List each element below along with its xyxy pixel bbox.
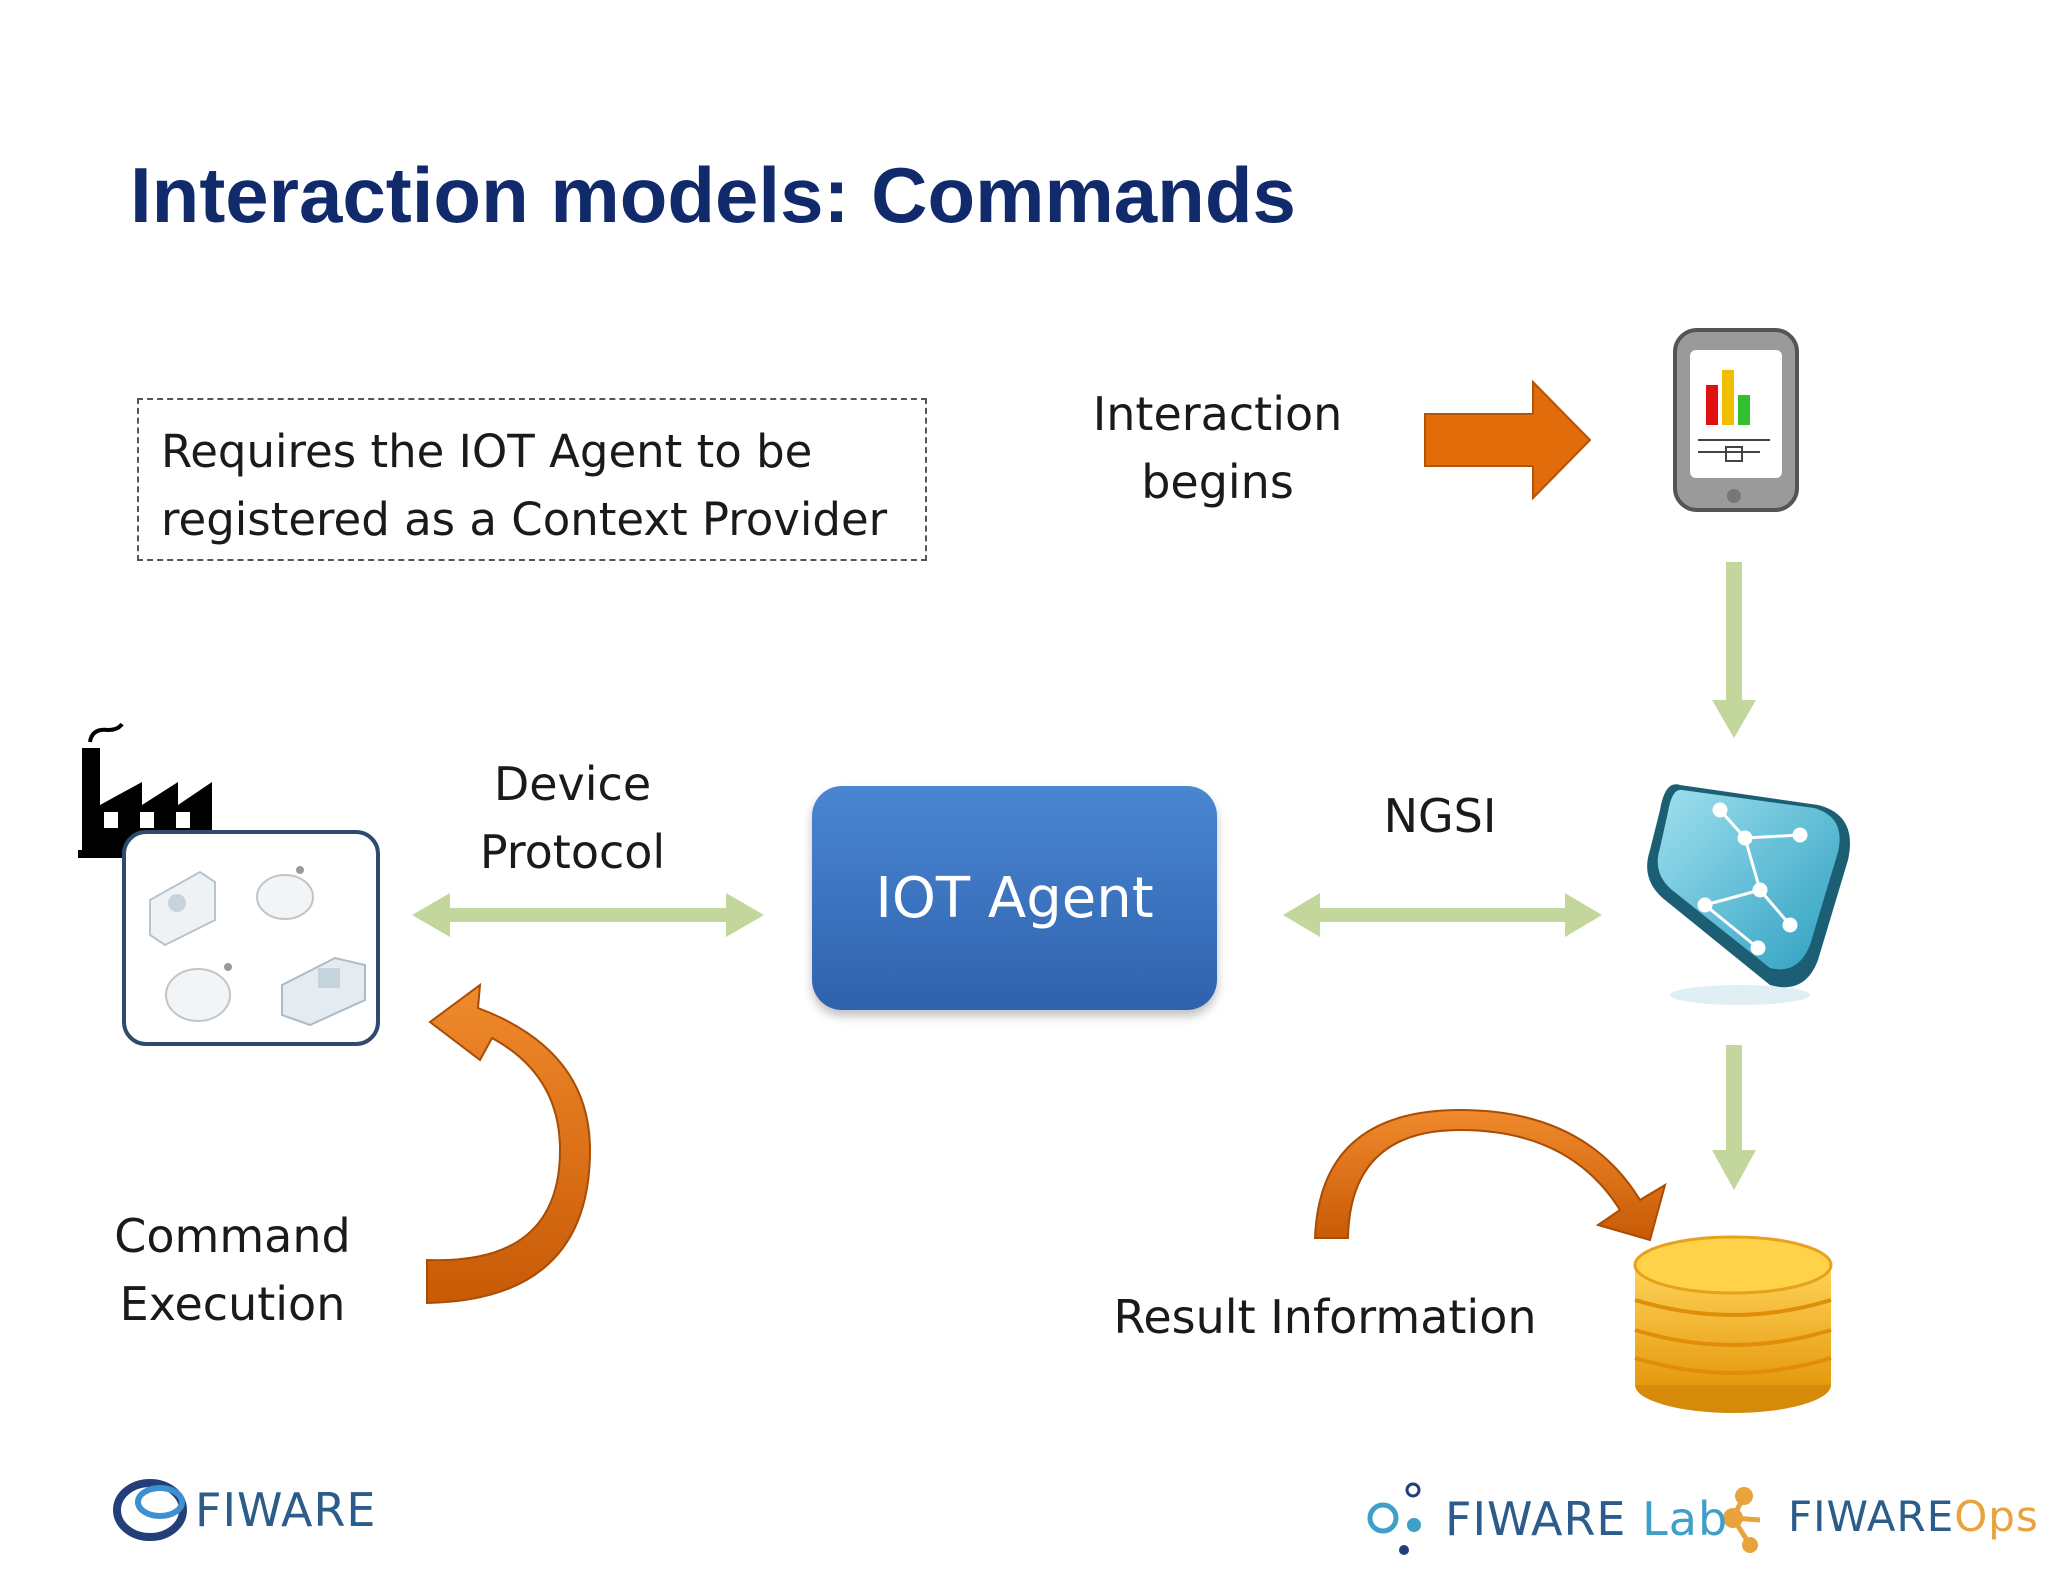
command-label-line-2: Execution	[119, 1277, 346, 1331]
note-line-2: registered as a Context Provider	[161, 493, 888, 546]
page-title: Interaction models: Commands	[130, 151, 1296, 239]
result-curved-arrow	[1313, 1108, 1667, 1242]
fiware-logo: FIWARE	[195, 1483, 377, 1537]
device-protocol-double-arrow	[412, 893, 764, 937]
fiware-ops-logo-icon	[1723, 1487, 1761, 1553]
smart-plug-icon	[149, 870, 216, 947]
fiware-ops-logo-main: FIWARE	[1788, 1492, 1955, 1541]
green-arrow-down-bottom	[1712, 1045, 1756, 1190]
devices-box	[122, 830, 380, 1046]
ngsi-double-arrow	[1283, 893, 1602, 937]
sensor-icon	[256, 866, 314, 920]
command-execution-label: Command Execution	[100, 1202, 365, 1338]
sensor-icon-2	[165, 963, 232, 1022]
iot-agent-label: IOT Agent	[875, 865, 1154, 931]
fiware-ops-logo-sub: Ops	[1954, 1492, 2039, 1541]
context-provider-note: Requires the IOT Agent to be registered …	[137, 398, 927, 561]
note-line-1: Requires the IOT Agent to be	[161, 425, 813, 478]
fiware-lab-logo-main: FIWARE	[1445, 1492, 1627, 1546]
command-curved-arrow	[426, 982, 592, 1305]
smartphone-icon	[1673, 328, 1799, 512]
interaction-begins-label: Interaction begins	[1080, 380, 1355, 516]
command-label-line-1: Command	[114, 1209, 351, 1263]
interaction-arrow	[1424, 379, 1592, 501]
interaction-label-line-1: Interaction	[1092, 387, 1343, 441]
iot-agent-box: IOT Agent	[812, 786, 1217, 1010]
interaction-label-line-2: begins	[1141, 455, 1294, 509]
device-label-line-1: Device	[493, 757, 652, 811]
context-broker-icon	[1647, 784, 1850, 1005]
device-protocol-label: Device Protocol	[440, 750, 705, 886]
fiware-lab-logo: FIWARE Lab	[1445, 1492, 1728, 1546]
fiware-logo-icon	[113, 1479, 187, 1541]
ngsi-label: NGSI	[1383, 789, 1497, 843]
fiware-lab-logo-icon	[1367, 1482, 1421, 1555]
smart-plug-icon-2	[281, 956, 366, 1027]
fiware-ops-logo: FIWAREOps	[1788, 1492, 2039, 1541]
database-icon	[1633, 1235, 1833, 1413]
device-label-line-2: Protocol	[479, 825, 666, 879]
result-information-label: Result Information	[1113, 1290, 1537, 1344]
green-arrow-down-top	[1712, 562, 1756, 738]
fiware-lab-logo-sub: Lab	[1642, 1492, 1729, 1546]
